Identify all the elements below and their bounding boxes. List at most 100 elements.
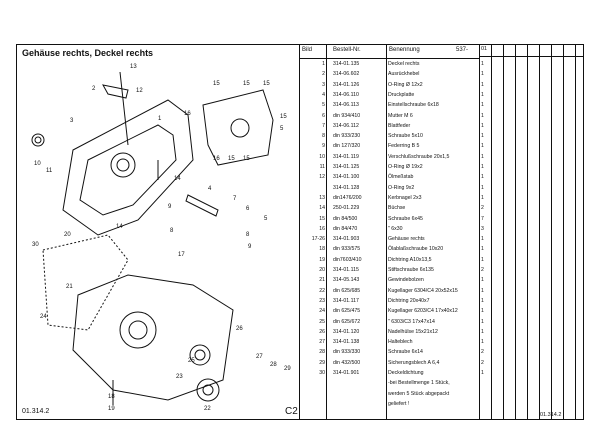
row-bestell-nr: 250-01.229: [333, 205, 360, 212]
row-bestell-nr: 314-01.126: [333, 81, 360, 88]
row-qty: 2: [481, 205, 484, 212]
section-title: Gehäuse rechts, Deckel rechts: [22, 48, 154, 58]
row-bild: 6: [322, 112, 325, 119]
grid-col: [539, 44, 540, 420]
header-code: 537-: [456, 47, 469, 53]
row-benennung: Gewindebolzen: [388, 277, 424, 284]
row-qty: 2: [481, 267, 484, 273]
row-qty: 1: [481, 112, 484, 119]
row-qty: 1: [481, 164, 484, 170]
row-qty: 1: [481, 174, 484, 181]
col-divider-bild: [326, 44, 327, 420]
row-benennung: Blattfeder: [388, 122, 411, 129]
row-qty: 1: [481, 256, 484, 263]
parts-sheet-frame: [16, 44, 584, 420]
svg-text:15: 15: [243, 156, 250, 162]
row-benennung: Dichtring A10x13,5: [388, 256, 432, 263]
row-qty: 1: [481, 236, 484, 243]
row-qty: 1: [481, 194, 484, 201]
row-benennung: Deckeldichtung: [388, 370, 424, 376]
svg-text:8: 8: [246, 232, 250, 238]
grid-col: [515, 44, 516, 420]
svg-text:3: 3: [70, 118, 74, 124]
svg-text:1: 1: [158, 116, 162, 122]
header-benennung: Benennung: [389, 47, 420, 53]
grid-col: [503, 44, 504, 420]
row-bestell-nr: 314-05.143: [333, 277, 360, 284]
svg-text:15: 15: [228, 156, 235, 162]
row-bestell-nr: din7603/410: [333, 256, 362, 263]
row-bestell-nr: 314-01.119: [333, 153, 359, 160]
svg-text:24: 24: [40, 314, 47, 320]
grid-header: [479, 44, 584, 57]
row-benennung: O-Ring 9x2: [388, 184, 415, 191]
row-benennung: Stiftschraube 6x135: [388, 267, 434, 273]
row-bild: 14: [319, 205, 325, 212]
row-qty: 1: [481, 102, 484, 109]
svg-text:10: 10: [34, 161, 41, 167]
row-qty: 1: [481, 184, 484, 191]
row-bestell-nr: 314-01.128: [333, 184, 360, 191]
row-qty: 2: [481, 359, 484, 366]
row-bild: 1: [322, 61, 325, 67]
row-qty: 1: [481, 318, 484, 325]
svg-text:9: 9: [248, 244, 252, 250]
row-bild: 17-26: [311, 236, 325, 243]
footer-group: C2: [285, 406, 298, 417]
svg-text:17: 17: [178, 252, 185, 258]
svg-text:9: 9: [168, 204, 172, 210]
svg-text:21: 21: [66, 284, 73, 290]
row-qty: 1: [481, 122, 484, 129]
row-qty: 1: [481, 297, 484, 304]
row-bild: 9: [322, 143, 325, 150]
row-bestell-nr: din 84/500: [333, 215, 358, 222]
row-bestell-nr: din 933/230: [333, 133, 361, 140]
row-qty: 7: [481, 215, 484, 222]
row-benennung: Sicherungsblech A 6,4: [388, 359, 440, 366]
svg-text:8: 8: [170, 228, 174, 234]
row-benennung: Einstellschraube 6x18: [388, 102, 439, 109]
row-qty: 1: [481, 287, 484, 294]
header-bestell-nr: Bestell-Nr.: [333, 47, 361, 53]
row-bild: 5: [322, 102, 325, 109]
svg-text:11: 11: [46, 168, 53, 174]
row-benennung: Halteblech: [388, 339, 413, 346]
row-bild: 24: [319, 308, 325, 315]
svg-text:6: 6: [246, 206, 250, 212]
table-row: geliefert !: [299, 400, 479, 410]
svg-text:19: 19: [108, 406, 115, 410]
svg-text:15: 15: [213, 81, 220, 87]
row-bestell-nr: din 432/500: [333, 359, 361, 366]
row-bestell-nr: 314-01.120: [333, 328, 360, 335]
svg-text:2: 2: [92, 86, 96, 92]
row-bestell-nr: 314-01.100: [333, 174, 360, 181]
grid-col: [563, 44, 564, 420]
row-qty: 1: [481, 71, 484, 78]
row-bild: 21: [319, 277, 325, 284]
row-benennung: geliefert !: [388, 400, 410, 407]
svg-text:13: 13: [130, 64, 137, 70]
table-row: -bei Bestellmenge 1 Stück,: [299, 379, 479, 389]
row-benennung: Kerbnagel 2x3: [388, 194, 422, 201]
row-bestell-nr: 314-06.602: [333, 71, 360, 78]
column-01-label: 01: [481, 46, 488, 52]
row-bild: 26: [319, 328, 325, 335]
svg-text:12: 12: [136, 88, 143, 94]
row-qty: 1: [481, 153, 484, 160]
row-benennung: Schraube 5x10: [388, 133, 423, 140]
svg-text:15: 15: [263, 81, 270, 87]
row-bild: 2: [322, 71, 325, 78]
